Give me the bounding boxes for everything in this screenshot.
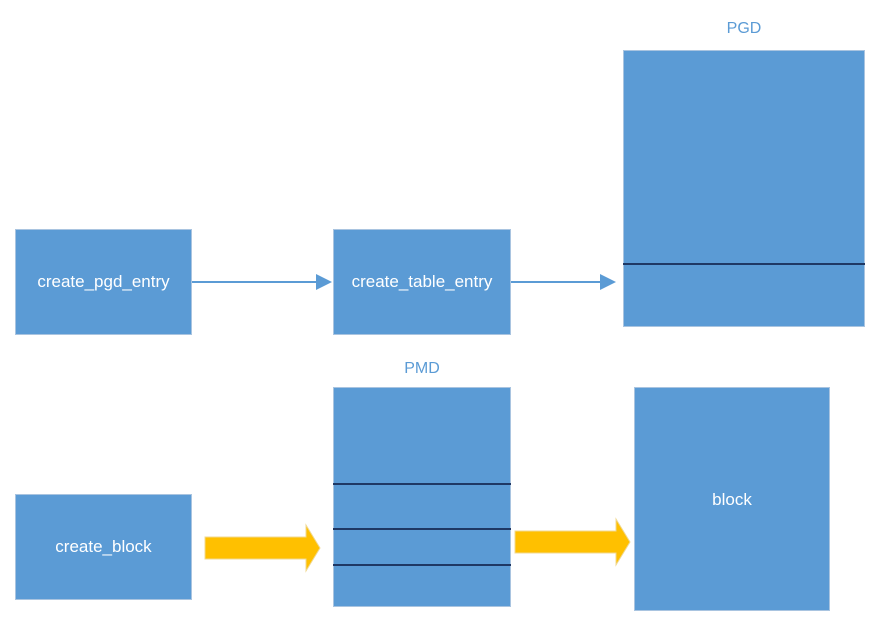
pgd-table — [623, 50, 865, 327]
create-pgd-entry-label: create_pgd_entry — [37, 272, 170, 291]
create-table-entry-box: create_table_entry — [333, 229, 511, 335]
pmd-entry-divider-1 — [333, 483, 511, 485]
thin-arrow-table-to-pgd — [511, 274, 616, 290]
block-arrow-create-block-to-pmd — [204, 523, 321, 573]
pmd-entry-divider-2 — [333, 528, 511, 530]
pmd-table — [333, 387, 511, 607]
block-label: block — [712, 490, 752, 509]
pgd-entry-divider — [623, 263, 865, 265]
create-block-label: create_block — [55, 537, 152, 556]
pmd-entry-divider-3 — [333, 564, 511, 566]
block-box: block — [634, 387, 830, 611]
block-arrow-pmd-to-block — [514, 517, 631, 567]
thin-arrow-pgd-to-table — [192, 274, 332, 290]
pmd-label: PMD — [404, 360, 440, 377]
create-table-entry-label: create_table_entry — [351, 272, 493, 291]
pgd-label: PGD — [726, 20, 762, 37]
create-block-box: create_block — [15, 494, 192, 600]
create-pgd-entry-box: create_pgd_entry — [15, 229, 192, 335]
